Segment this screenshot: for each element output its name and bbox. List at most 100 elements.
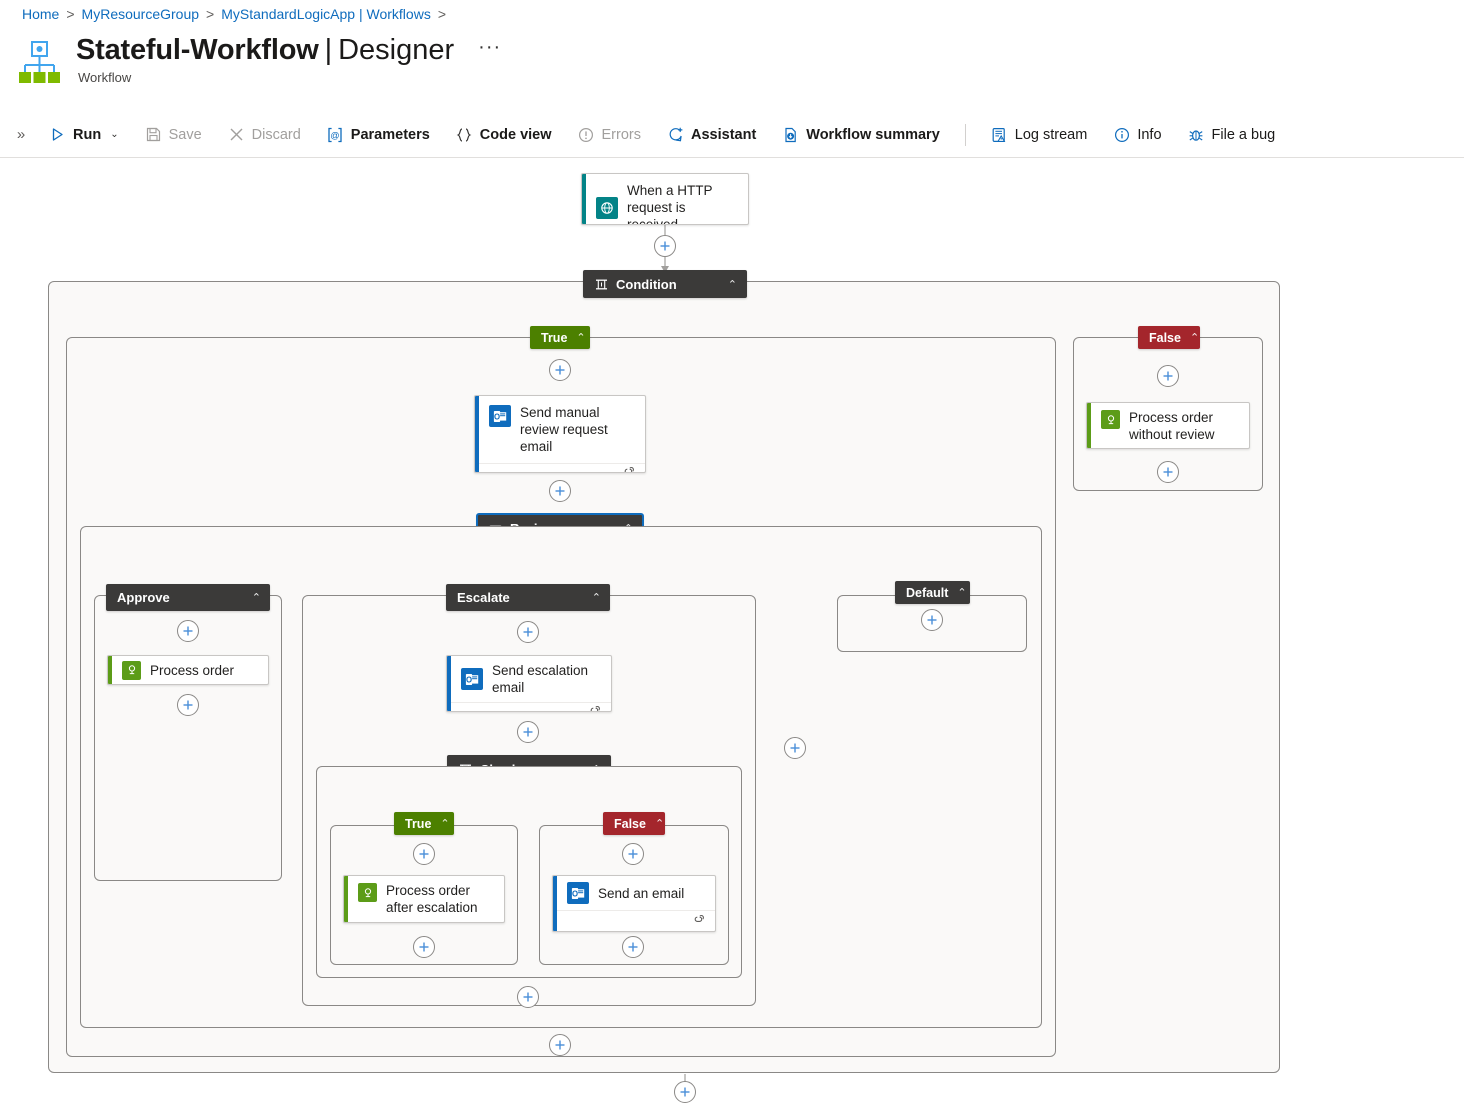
workflow-icon: [18, 40, 62, 88]
log-stream-button[interactable]: Log stream: [981, 121, 1098, 148]
add-case-button[interactable]: [784, 737, 806, 759]
chevron-up-icon[interactable]: ⌃: [576, 332, 586, 344]
node-label: Send manual review request email: [520, 405, 608, 454]
svg-text:@: @: [331, 130, 340, 140]
add-action-button[interactable]: [654, 235, 676, 257]
expand-toolbar-icon[interactable]: »: [16, 126, 26, 143]
chevron-up-icon[interactable]: ⌃: [1189, 332, 1200, 344]
branch-label-check-false[interactable]: False ⌃: [603, 812, 665, 835]
outlook-icon: O: [461, 668, 483, 690]
http-request-icon: [596, 196, 618, 219]
breadcrumb: Home > MyResourceGroup > MyStandardLogic…: [22, 6, 446, 22]
chevron-up-icon[interactable]: ⌃: [440, 818, 450, 830]
process-order-icon: [122, 660, 141, 680]
node-label: When a HTTP request is received: [627, 183, 713, 225]
branch-text: False: [614, 816, 646, 831]
add-action-button[interactable]: [622, 936, 644, 958]
process-order-icon: [1101, 410, 1120, 429]
parameters-button[interactable]: @ Parameters: [317, 121, 440, 148]
add-action-button[interactable]: [177, 694, 199, 716]
info-button[interactable]: Info: [1103, 121, 1171, 148]
chevron-up-icon[interactable]: ⌃: [654, 818, 665, 830]
bug-icon: [1188, 126, 1205, 143]
case-label-escalate[interactable]: Escalate ⌃: [446, 584, 610, 611]
node-label: Process order without review: [1129, 410, 1215, 442]
node-accent-bar: [553, 876, 557, 931]
add-action-button[interactable]: [921, 609, 943, 631]
add-action-button[interactable]: [517, 621, 539, 643]
run-button[interactable]: Run ⌄: [39, 121, 129, 148]
info-label: Info: [1137, 126, 1162, 143]
link-icon[interactable]: [692, 912, 706, 930]
code-view-button[interactable]: Code view: [446, 121, 562, 148]
add-action-button[interactable]: [517, 986, 539, 1008]
assistant-button[interactable]: Assistant: [657, 121, 766, 148]
code-view-icon: [456, 126, 473, 143]
node-process-order[interactable]: Process order: [107, 655, 269, 685]
branch-label-check-true[interactable]: True ⌃: [394, 812, 454, 835]
node-process-order-after-escalation[interactable]: Process order after escalation: [343, 875, 505, 923]
case-text: Escalate: [457, 590, 510, 605]
command-toolbar: » Run ⌄ Save Discard @ Parameters: [0, 112, 1464, 158]
node-accent-bar: [1087, 403, 1091, 448]
add-action-button[interactable]: [622, 843, 644, 865]
add-action-button[interactable]: [674, 1081, 696, 1103]
node-send-manual-review-request-email[interactable]: O Send manual review request email: [474, 395, 646, 473]
page-title-row: Stateful-Workflow | Designer ··· Workflo…: [18, 34, 501, 88]
svg-text:O: O: [493, 412, 499, 421]
log-stream-icon: [991, 126, 1008, 143]
link-icon[interactable]: [588, 703, 602, 711]
add-action-button[interactable]: [1157, 461, 1179, 483]
parameters-icon: @: [327, 126, 344, 143]
node-label: Send escalation email: [492, 663, 589, 695]
workflow-summary-button[interactable]: Workflow summary: [772, 121, 950, 148]
node-accent-bar: [475, 396, 479, 472]
case-label-default[interactable]: Default ⌃: [895, 581, 970, 604]
toolbar-divider: [964, 123, 966, 146]
case-label-approve[interactable]: Approve ⌃: [106, 584, 270, 611]
node-send-escalation-email[interactable]: O Send escalation email: [446, 655, 612, 712]
chevron-up-icon[interactable]: ⌃: [251, 592, 261, 604]
add-action-button[interactable]: [549, 480, 571, 502]
breadcrumb-item-resource-group[interactable]: MyResourceGroup: [81, 6, 200, 22]
link-icon[interactable]: [622, 464, 636, 472]
node-accent-bar: [344, 876, 348, 922]
page-resource-type: Workflow: [78, 70, 132, 85]
info-icon: [1113, 126, 1130, 143]
add-action-button[interactable]: [413, 843, 435, 865]
chevron-up-icon[interactable]: ⌃: [957, 587, 967, 599]
add-action-button[interactable]: [413, 936, 435, 958]
add-action-button[interactable]: [177, 620, 199, 642]
chevron-up-icon[interactable]: ⌃: [727, 278, 737, 291]
node-when-a-http-request-is-received[interactable]: When a HTTP request is received: [581, 173, 749, 225]
add-action-button[interactable]: [517, 721, 539, 743]
branch-label-false[interactable]: False ⌃: [1138, 326, 1200, 349]
add-action-button[interactable]: [1157, 365, 1179, 387]
add-action-button[interactable]: [549, 359, 571, 381]
breadcrumb-item-home[interactable]: Home: [22, 6, 60, 22]
outlook-icon: O: [567, 882, 589, 904]
node-label: Condition: [616, 276, 677, 292]
breadcrumb-separator: >: [206, 6, 215, 22]
chevron-up-icon[interactable]: ⌃: [591, 592, 601, 604]
page-subtitle-designer: Designer: [338, 34, 455, 66]
more-options-button[interactable]: ···: [478, 36, 502, 58]
node-process-order-without-review[interactable]: Process order without review: [1086, 402, 1250, 449]
workflow-summary-icon: [782, 126, 799, 143]
add-action-button[interactable]: [549, 1034, 571, 1056]
file-a-bug-button[interactable]: File a bug: [1178, 121, 1286, 148]
workflow-designer-canvas[interactable]: When a HTTP request is received Conditio…: [0, 159, 1464, 1108]
title-separator: |: [324, 34, 333, 66]
node-label: Process order: [150, 662, 235, 678]
node-footer: [447, 702, 611, 711]
node-condition[interactable]: Condition ⌃: [583, 270, 747, 298]
node-send-an-email[interactable]: O Send an email: [552, 875, 716, 932]
page-title: Stateful-Workflow: [76, 34, 319, 66]
breadcrumb-separator: >: [437, 6, 447, 22]
breadcrumb-item-logic-app[interactable]: MyStandardLogicApp | Workflows: [221, 6, 431, 22]
assistant-icon: [667, 126, 684, 143]
svg-text:O: O: [465, 675, 471, 684]
save-icon: [145, 126, 162, 143]
branch-label-true[interactable]: True ⌃: [530, 326, 590, 349]
chevron-down-icon[interactable]: ⌄: [110, 129, 119, 140]
